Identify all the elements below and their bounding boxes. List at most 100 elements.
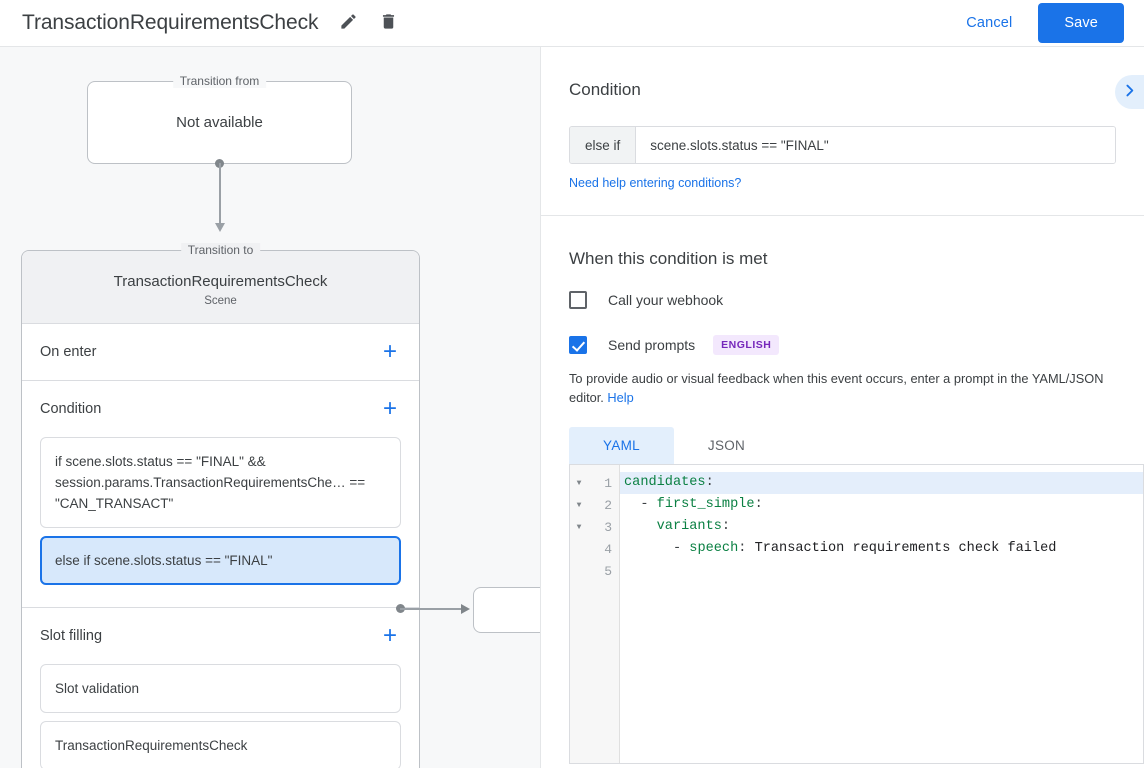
section-condition: Condition + if scene.slots.status == "FI… [22, 381, 419, 608]
prompts-help-link[interactable]: Help [607, 390, 634, 405]
delete-button[interactable] [371, 6, 405, 40]
slot-filling-item[interactable]: TransactionRequirementsCheck [40, 721, 401, 768]
line-number: 3 [604, 519, 612, 535]
condition-expression-input[interactable] [636, 127, 1115, 163]
send-prompts-checkbox[interactable] [569, 336, 587, 354]
code-key: variants [656, 519, 722, 534]
gutter-line: ▼3 [570, 516, 619, 538]
condition-heading: Condition [569, 80, 641, 99]
code-colon: : [754, 497, 763, 512]
send-prompts-row[interactable]: Send prompts ENGLISH [569, 335, 1116, 355]
app-header: TransactionRequirementsCheck Cancel Save [0, 0, 1144, 47]
send-prompts-label: Send prompts [608, 337, 696, 353]
pencil-icon [339, 12, 358, 34]
add-slot-filling-button[interactable]: + [379, 622, 401, 650]
code-colon: : [721, 519, 731, 534]
code-line[interactable]: - speech: Transaction requirements check… [620, 538, 1143, 560]
language-badge: ENGLISH [713, 335, 780, 355]
condition-list: if scene.slots.status == "FINAL" && sess… [40, 437, 401, 607]
section-title-on-enter: On enter [40, 344, 97, 360]
editor-gutter: ▼1 ▼2 ▼3 4 5 [570, 465, 620, 763]
line-number: 5 [604, 563, 612, 579]
save-button[interactable]: Save [1038, 3, 1124, 43]
connector-arrow-down [215, 223, 225, 232]
code-key: first_simple [656, 497, 755, 512]
code-indent [624, 541, 673, 556]
section-on-enter: On enter + [22, 324, 419, 381]
expand-panel-button[interactable] [1115, 75, 1144, 109]
condition-item-selected[interactable]: else if scene.slots.status == "FINAL" [40, 536, 401, 585]
add-condition-button[interactable]: + [379, 395, 401, 423]
code-colon: : [705, 475, 714, 490]
tab-yaml[interactable]: YAML [569, 427, 674, 464]
code-indent [624, 497, 640, 512]
condition-item[interactable]: if scene.slots.status == "FINAL" && sess… [40, 437, 401, 528]
scene-name: TransactionRequirementsCheck [113, 273, 328, 290]
code-key: candidates [624, 475, 706, 490]
slot-filling-list: Slot validation TransactionRequirementsC… [40, 664, 401, 768]
code-editor[interactable]: ▼1 ▼2 ▼3 4 5 candidates: - first_simple:… [569, 464, 1144, 764]
add-on-enter-button[interactable]: + [379, 338, 401, 366]
code-colon: : [738, 541, 747, 556]
trash-icon [379, 12, 398, 34]
code-line[interactable]: - first_simple: [620, 494, 1143, 516]
webhook-row[interactable]: Call your webhook [569, 291, 1116, 309]
transition-from-legend: Transition from [172, 74, 267, 88]
section-slot-filling: Slot filling + Slot validation Transacti… [22, 608, 419, 768]
gutter-line: ▼2 [570, 494, 619, 516]
chevron-right-icon [1121, 82, 1138, 102]
code-dash: - [640, 497, 657, 512]
section-header: Condition + [40, 381, 401, 437]
prompts-hint: To provide audio or visual feedback when… [569, 369, 1116, 407]
line-number: 4 [604, 541, 612, 557]
transition-from-value: Not available [176, 114, 263, 131]
connector-line-horizontal [400, 608, 463, 610]
code-line[interactable]: candidates: [620, 472, 1143, 494]
section-header: Slot filling + [40, 608, 401, 664]
condition-input-row: else if [569, 126, 1116, 164]
flow-canvas[interactable]: Transition from Not available Transition… [0, 47, 540, 768]
details-panel: Condition else if Need help entering con… [540, 47, 1144, 768]
scene-header: Transition to TransactionRequirementsChe… [22, 243, 419, 324]
line-number: 2 [604, 497, 612, 513]
condition-section: Condition else if Need help entering con… [541, 47, 1144, 216]
section-title-slot-filling: Slot filling [40, 628, 103, 644]
gutter-line: 5 [570, 560, 619, 582]
prompts-hint-text: To provide audio or visual feedback when… [569, 371, 1104, 405]
gutter-line: ▼1 [570, 472, 619, 494]
connector-arrow-right [461, 604, 470, 614]
slot-filling-item[interactable]: Slot validation [40, 664, 401, 713]
call-webhook-checkbox[interactable] [569, 291, 587, 309]
line-number: 1 [604, 475, 612, 491]
condition-help-link[interactable]: Need help entering conditions? [569, 176, 742, 190]
editor-code-area[interactable]: candidates: - first_simple: variants: - … [620, 465, 1143, 763]
cancel-button[interactable]: Cancel [954, 6, 1024, 40]
when-met-heading: When this condition is met [569, 249, 768, 268]
condition-prefix-label: else if [570, 127, 637, 163]
target-node[interactable] [473, 587, 540, 633]
fold-toggle-icon[interactable]: ▼ [576, 500, 582, 510]
section-divider [541, 215, 1144, 216]
code-line[interactable]: variants: [620, 516, 1143, 538]
code-key: speech [689, 541, 739, 556]
section-header: On enter + [40, 324, 401, 380]
section-title-condition: Condition [40, 401, 102, 417]
fold-toggle-icon[interactable]: ▼ [576, 478, 582, 488]
scene-card[interactable]: Transition to TransactionRequirementsChe… [21, 243, 420, 768]
call-webhook-label: Call your webhook [608, 292, 724, 308]
edit-title-button[interactable] [331, 6, 365, 40]
when-condition-met-section: When this condition is met Call your web… [541, 216, 1144, 764]
connector-line-vertical [219, 163, 221, 225]
transition-from-node[interactable]: Transition from Not available [87, 74, 352, 164]
transition-to-legend: Transition to [180, 243, 261, 257]
gutter-line: 4 [570, 538, 619, 560]
code-indent [624, 519, 657, 534]
fold-toggle-icon[interactable]: ▼ [576, 522, 582, 532]
editor-format-tabs: YAML JSON [569, 427, 1116, 464]
code-line[interactable] [620, 560, 1143, 582]
page-title: TransactionRequirementsCheck [22, 11, 319, 34]
scene-type: Scene [204, 295, 237, 307]
code-dash: - [672, 541, 690, 556]
tab-json[interactable]: JSON [674, 427, 779, 464]
